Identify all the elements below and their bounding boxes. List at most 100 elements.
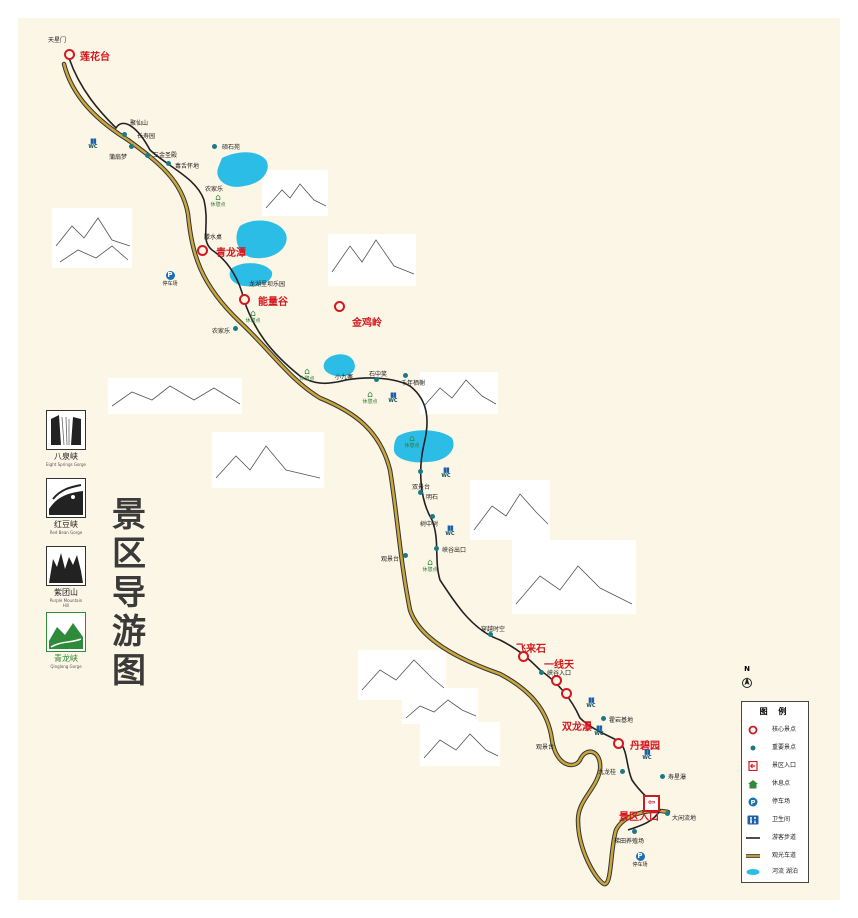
rest-point-icon bbox=[748, 780, 758, 789]
toilet-label: WC bbox=[594, 731, 604, 737]
core-spot-icon bbox=[748, 725, 758, 735]
toilet-label: WC bbox=[388, 398, 398, 404]
rest-point-icon: ⌂ bbox=[215, 193, 221, 203]
rest-point-icon: ⌂ bbox=[250, 309, 256, 319]
core-spot-label: 一线天 bbox=[544, 660, 574, 671]
sketch-strokes bbox=[55, 183, 633, 759]
north-arrow-icon bbox=[742, 677, 752, 688]
rest-point-label: 休憩点 bbox=[299, 376, 315, 382]
legend-row-major: 重要景点 bbox=[746, 742, 806, 754]
rest-point-label: 休憩点 bbox=[404, 443, 420, 449]
major-spot-label: 峡谷入口 bbox=[547, 670, 572, 677]
rest-point-icon: ⌂ bbox=[409, 434, 415, 444]
parking-label: 停车场 bbox=[632, 862, 648, 868]
rest-point-marker: ⌂休憩点 bbox=[297, 368, 317, 382]
core-spot-label: 金鸡岭 bbox=[352, 318, 382, 329]
entrance-icon bbox=[748, 761, 758, 771]
legend-label: 游客步道 bbox=[772, 834, 797, 841]
toilet-label: WC bbox=[441, 473, 451, 479]
major-spot-label: 小九寨 bbox=[335, 374, 354, 381]
entrance-icon: ⇦ bbox=[643, 795, 660, 812]
legend-row-rest: 休息点 bbox=[746, 778, 806, 790]
toilet-icon: ▮▮ bbox=[90, 137, 97, 145]
lake-qinglongtan bbox=[236, 220, 287, 259]
legend-label: 核心景点 bbox=[772, 726, 797, 733]
major-spot-label: 天星门 bbox=[48, 37, 67, 44]
brand-logo-image bbox=[46, 410, 86, 450]
major-spot-label: 长寿园 bbox=[137, 133, 156, 140]
toilet-label: WC bbox=[642, 755, 652, 761]
major-spot-label: 农家乐 bbox=[205, 186, 224, 193]
legend-label: 观光车道 bbox=[772, 852, 797, 859]
map-title: 景区导游图 bbox=[112, 495, 146, 691]
toilet-icon: ▮▮ bbox=[390, 391, 397, 399]
legend-label: 景区入口 bbox=[772, 762, 797, 769]
sketch-panel bbox=[328, 234, 416, 286]
sketch-panel bbox=[212, 432, 324, 488]
toilet-marker: ▮▮WC bbox=[592, 725, 606, 737]
major-spot-icon bbox=[631, 828, 637, 834]
major-spot-icon bbox=[211, 143, 217, 149]
major-spot-label: 石中笑 bbox=[369, 371, 388, 378]
major-spot-label: 千年栖榭 bbox=[401, 380, 426, 387]
major-spot-icon bbox=[417, 489, 423, 495]
major-spot-label: 硕石苑 bbox=[222, 144, 241, 151]
major-spot-icon bbox=[165, 160, 171, 166]
north-arrow: N bbox=[741, 665, 753, 692]
major-spot-label: 蒲扇梦 bbox=[109, 154, 128, 161]
legend-row-entrance: 景区入口 bbox=[746, 760, 806, 772]
brand-logo-name: 红豆峡 bbox=[54, 520, 78, 529]
rest-point-icon: ⌂ bbox=[427, 558, 433, 568]
major-spot-icon bbox=[664, 810, 670, 816]
major-spot-icon bbox=[659, 773, 665, 779]
core-spot-icon bbox=[64, 49, 75, 60]
major-spot-label: 峡谷出口 bbox=[442, 547, 467, 554]
rest-point-marker: ⌂休憩点 bbox=[420, 559, 440, 573]
toilet-marker: ▮▮WC bbox=[439, 467, 453, 479]
lake-longhu bbox=[229, 263, 273, 287]
lake-xiaojiuzhai bbox=[323, 354, 355, 377]
major-spot-icon bbox=[619, 768, 625, 774]
core-spot-label: 双龙瀑 bbox=[562, 722, 592, 733]
legend-label: 河流 湖泊 bbox=[772, 868, 798, 875]
major-spot-icon bbox=[402, 552, 408, 558]
toilet-marker: ▮▮WC bbox=[584, 697, 598, 709]
major-spot-icon bbox=[429, 513, 435, 519]
legend-label: 重要景点 bbox=[772, 744, 797, 751]
major-spot-label: 霍岩基地 bbox=[609, 717, 634, 724]
brand-logo-image bbox=[46, 478, 86, 518]
svg-text:P: P bbox=[751, 798, 756, 806]
footpath-line-icon bbox=[746, 837, 760, 839]
brand-logo-subtitle: Eight Springs Gorge bbox=[46, 462, 86, 467]
core-spot-icon bbox=[551, 675, 562, 686]
rest-point-label: 休憩点 bbox=[210, 202, 226, 208]
legend-label: 休息点 bbox=[772, 780, 791, 787]
core-spot-label: 莲花台 bbox=[80, 52, 110, 63]
legend-title: 图 例 bbox=[759, 707, 791, 716]
rest-point-label: 休憩点 bbox=[362, 399, 378, 405]
legend-row-core: 核心景点 bbox=[746, 724, 806, 736]
major-spot-label: 寿星瀑 bbox=[668, 774, 687, 781]
major-spot-label: 聚仙山 bbox=[130, 120, 149, 127]
toilet-label: WC bbox=[445, 531, 455, 537]
parking-icon: P bbox=[635, 852, 645, 861]
core-spot-label: 能量谷 bbox=[258, 297, 288, 308]
core-spot-label: 景区入口 bbox=[619, 812, 659, 823]
core-spot-icon bbox=[197, 245, 208, 256]
major-spot-icon bbox=[600, 715, 606, 721]
major-spot-label: 滕水桌 bbox=[204, 234, 223, 241]
sketch-panel bbox=[262, 170, 328, 216]
toilet-label: WC bbox=[586, 703, 596, 709]
major-spot-icon bbox=[417, 468, 423, 474]
north-letter: N bbox=[744, 665, 750, 673]
water-icon bbox=[746, 869, 760, 875]
brand-logo-image bbox=[46, 546, 86, 586]
legend: 图 例 核心景点 重要景点 景区入口 休息点 P 停车场 卫生间 游客步道 bbox=[741, 701, 809, 883]
major-spot-label: 明石 bbox=[426, 494, 439, 501]
toilet-icon: ▮▮ bbox=[443, 466, 450, 474]
major-spot-label: 毒舌怀地 bbox=[175, 163, 200, 170]
